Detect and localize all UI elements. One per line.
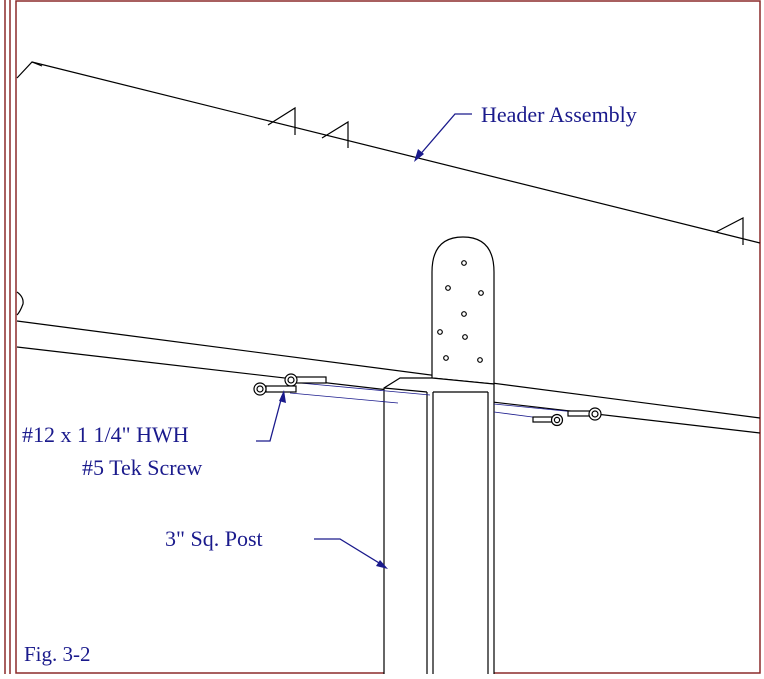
screw-right-2-hex bbox=[553, 416, 561, 424]
bracket-hole-1 bbox=[461, 260, 467, 266]
leader-post-line bbox=[314, 538, 385, 567]
post-top-edge bbox=[383, 387, 428, 393]
bracket-hole-6 bbox=[462, 334, 468, 340]
bracket-hole-7 bbox=[443, 355, 449, 361]
bracket-plate bbox=[431, 236, 495, 385]
header-fin-2 bbox=[321, 120, 349, 148]
leader-header-line bbox=[417, 113, 472, 158]
screw-path-3 bbox=[493, 403, 576, 413]
label-post: 3" Sq. Post bbox=[165, 526, 263, 551]
post-outline bbox=[383, 377, 495, 674]
bracket-outline bbox=[431, 236, 495, 385]
bracket-hole-3 bbox=[478, 290, 484, 296]
screw-left-2-head bbox=[253, 382, 267, 396]
screw-right-2-shank bbox=[532, 416, 554, 423]
screw-left-2 bbox=[253, 382, 297, 396]
screws-left bbox=[253, 373, 327, 396]
leader-screw-arrowhead bbox=[279, 390, 286, 403]
page-frame bbox=[4, 0, 761, 674]
screw-left-1-shank bbox=[295, 376, 327, 384]
header-bottom-upper-edge bbox=[16, 320, 761, 419]
screw-left-2-hex bbox=[256, 385, 264, 393]
screw-right-1 bbox=[567, 407, 602, 421]
bracket-hole-8 bbox=[477, 357, 483, 363]
header-fin-1 bbox=[267, 106, 296, 135]
bracket-hole-4 bbox=[461, 311, 467, 317]
header-left-end bbox=[16, 61, 43, 79]
screw-left-1 bbox=[284, 373, 327, 387]
label-screw-line2: #5 Tek Screw bbox=[82, 455, 202, 480]
screw-left-1-head bbox=[284, 373, 298, 387]
screw-right-1-shank bbox=[567, 410, 591, 417]
leader-header-assembly bbox=[414, 113, 472, 162]
label-screw-line1: #12 x 1 1/4" HWH bbox=[22, 422, 189, 447]
screw-paths bbox=[289, 382, 576, 419]
leader-header-arrowhead bbox=[414, 149, 424, 162]
screw-left-2-shank bbox=[265, 385, 297, 393]
screw-path-2 bbox=[289, 392, 399, 404]
label-header-assembly: Header Assembly bbox=[481, 102, 637, 127]
screws-right bbox=[532, 407, 602, 427]
screw-right-1-hex bbox=[591, 410, 599, 418]
figure-label: Fig. 3-2 bbox=[24, 642, 91, 666]
header-top-edge bbox=[31, 61, 761, 244]
square-post bbox=[383, 377, 495, 674]
screw-left-1-hex bbox=[287, 376, 295, 384]
screw-right-2 bbox=[532, 413, 564, 427]
bracket-hole-2 bbox=[445, 285, 451, 291]
leader-post bbox=[314, 538, 388, 569]
header-left-curl bbox=[16, 291, 24, 316]
screw-right-1-head bbox=[588, 407, 602, 421]
screw-right-2-head bbox=[550, 413, 564, 427]
bracket-hole-5 bbox=[437, 329, 443, 335]
leader-post-arrowhead bbox=[376, 560, 388, 569]
screw-path-4 bbox=[493, 411, 541, 419]
header-beam bbox=[16, 61, 761, 434]
header-fin-3 bbox=[715, 217, 744, 245]
leader-screw bbox=[256, 390, 286, 442]
leader-screw-line bbox=[256, 395, 283, 442]
screw-path-1 bbox=[299, 382, 431, 396]
